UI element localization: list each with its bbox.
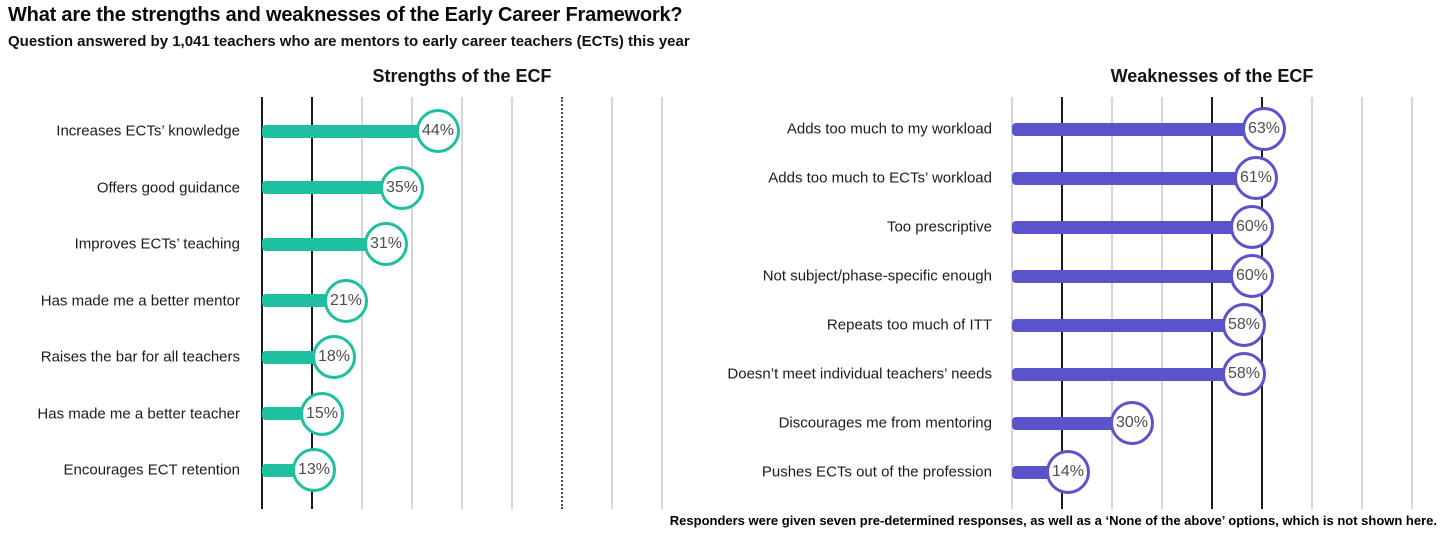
bar [1012, 171, 1256, 185]
page-subtitle: Question answered by 1,041 teachers who … [8, 33, 690, 50]
value-badge: 30% [1110, 401, 1154, 445]
bar [262, 124, 438, 138]
value-badge: 21% [324, 278, 368, 323]
gridline [1361, 97, 1363, 509]
category-label: Has made me a better mentor [40, 292, 240, 309]
value-badge: 14% [1046, 450, 1090, 494]
gridline [1161, 97, 1163, 509]
category-label: Not subject/phase-specific enough [762, 267, 992, 285]
gridline [1211, 97, 1213, 509]
gridline [1061, 97, 1063, 509]
category-label: Encourages ECT retention [63, 461, 241, 479]
value-badge: 18% [312, 335, 356, 379]
strengths-chart-title: Strengths of the ECF [372, 66, 552, 86]
gridline [1411, 97, 1413, 509]
value-badge: 44% [416, 109, 460, 153]
weaknesses-chart-title: Weaknesses of the ECF [1110, 66, 1314, 86]
bar [262, 237, 386, 251]
gridline [1011, 97, 1013, 509]
gridline [1111, 97, 1113, 509]
bar [1012, 122, 1264, 136]
category-label: Too prescriptive [886, 218, 992, 236]
value-badge: 60% [1230, 205, 1274, 249]
value-badge: 61% [1234, 156, 1278, 200]
bar [1012, 318, 1244, 332]
value-badge: 58% [1222, 303, 1266, 347]
strengths-chart-plot: 44% 35% 31% 21% 18% 15% 13% [261, 97, 663, 509]
gridline [461, 97, 463, 509]
category-label: Raises the bar for all teachers [40, 348, 240, 366]
category-label: Adds too much to my workload [786, 120, 992, 138]
category-label: Pushes ECTs out of the profession [761, 463, 992, 481]
bar [1012, 416, 1132, 430]
bar [262, 181, 402, 194]
category-label: Offers good guidance [96, 179, 240, 196]
value-badge: 63% [1242, 107, 1286, 151]
gridline [661, 97, 663, 509]
footer-note: Responders were given seven pre-determin… [669, 513, 1437, 528]
bar [1012, 269, 1252, 283]
value-badge: 35% [380, 165, 424, 210]
gridline [1311, 97, 1313, 509]
page-title: What are the strengths and weaknesses of… [8, 4, 683, 26]
gridline [511, 97, 513, 509]
value-badge: 13% [292, 448, 336, 492]
weaknesses-chart-plot: 63% 61% 60% 60% 58% 58% 30% 14% [1011, 97, 1413, 509]
category-label: Increases ECTs’ knowledge [56, 122, 240, 140]
value-badge: 58% [1222, 352, 1266, 396]
value-badge: 60% [1230, 254, 1274, 298]
category-label: Doesn’t meet individual teachers’ needs [727, 365, 992, 383]
category-label: Repeats too much of ITT [826, 316, 992, 334]
gridline [561, 97, 565, 509]
gridline [411, 97, 413, 509]
bar [1012, 220, 1252, 234]
value-badge: 15% [300, 391, 344, 436]
gridline [611, 97, 613, 509]
gridline [1261, 97, 1263, 509]
bar [1012, 367, 1244, 381]
category-label: Improves ECTs’ teaching [74, 235, 240, 253]
category-label: Has made me a better teacher [37, 405, 240, 422]
value-badge: 31% [364, 222, 408, 266]
category-label: Discourages me from mentoring [778, 414, 992, 432]
category-label: Adds too much to ECTs’ workload [768, 169, 992, 187]
